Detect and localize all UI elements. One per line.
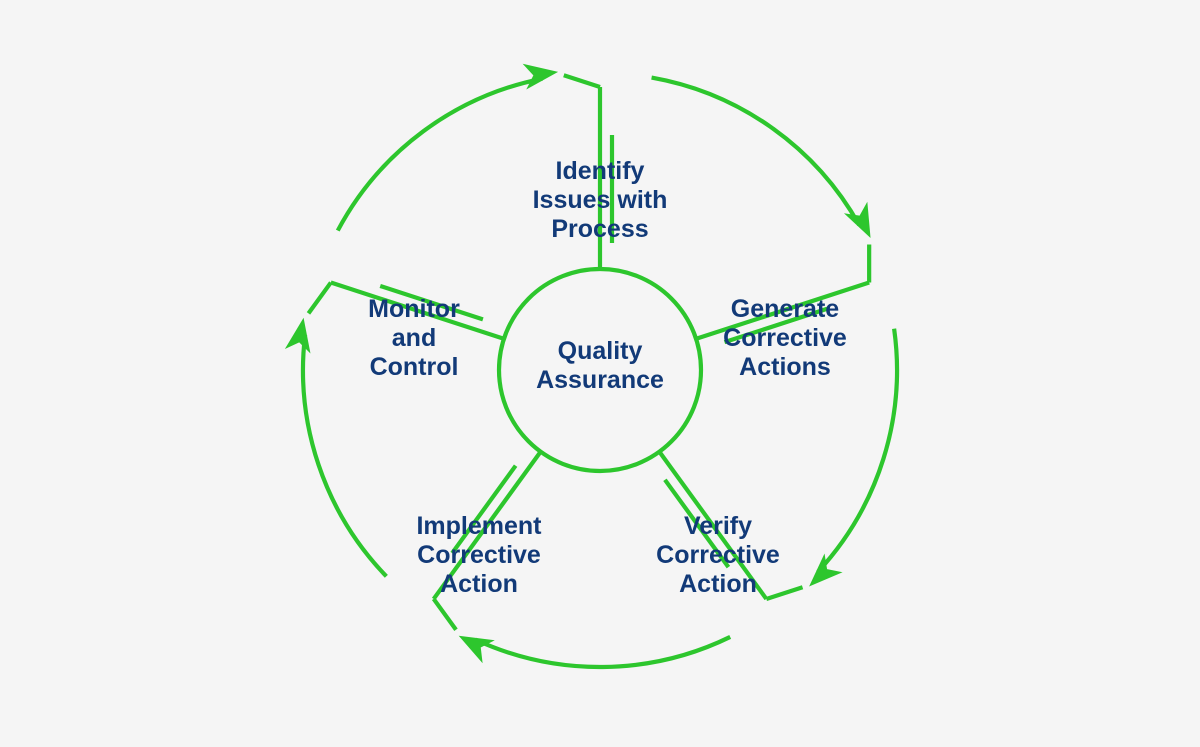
spokes-group	[306, 73, 872, 631]
spoke-notch-wing-implement-corrective-action	[431, 597, 458, 631]
spoke-main-generate-corrective-actions	[696, 280, 870, 341]
arc-monitor-and-control	[300, 334, 388, 578]
arc-verify-corrective-action	[816, 328, 900, 574]
arc-generate-corrective-actions	[651, 75, 862, 227]
spoke-notch-wing-verify-corrective-action	[765, 585, 804, 601]
spoke-parallel-monitor-and-control	[379, 283, 484, 322]
spoke-notch-wing-monitor-and-control	[306, 281, 333, 315]
arrowhead-monitor-and-control	[284, 317, 311, 354]
spoke-main-implement-corrective-action	[431, 451, 542, 601]
hub-circle	[496, 266, 704, 474]
outer-arcs-group	[300, 75, 900, 670]
arc-implement-corrective-action	[474, 635, 732, 670]
arrowheads-group	[284, 63, 871, 664]
spoke-notch-wing-identify-issues-with-process	[563, 73, 601, 89]
arrowhead-generate-corrective-actions	[843, 201, 871, 239]
spoke-parallel-implement-corrective-action	[450, 464, 518, 555]
spoke-parallel-generate-corrective-actions	[723, 306, 828, 345]
arrowhead-identify-issues-with-process	[522, 63, 559, 90]
arrowhead-verify-corrective-action	[809, 553, 843, 587]
arrowhead-implement-corrective-action	[458, 635, 495, 664]
spoke-main-monitor-and-control	[330, 280, 504, 341]
spoke-main-verify-corrective-action	[658, 451, 769, 601]
spoke-parallel-verify-corrective-action	[663, 478, 731, 569]
arc-identify-issues-with-process	[335, 76, 543, 232]
